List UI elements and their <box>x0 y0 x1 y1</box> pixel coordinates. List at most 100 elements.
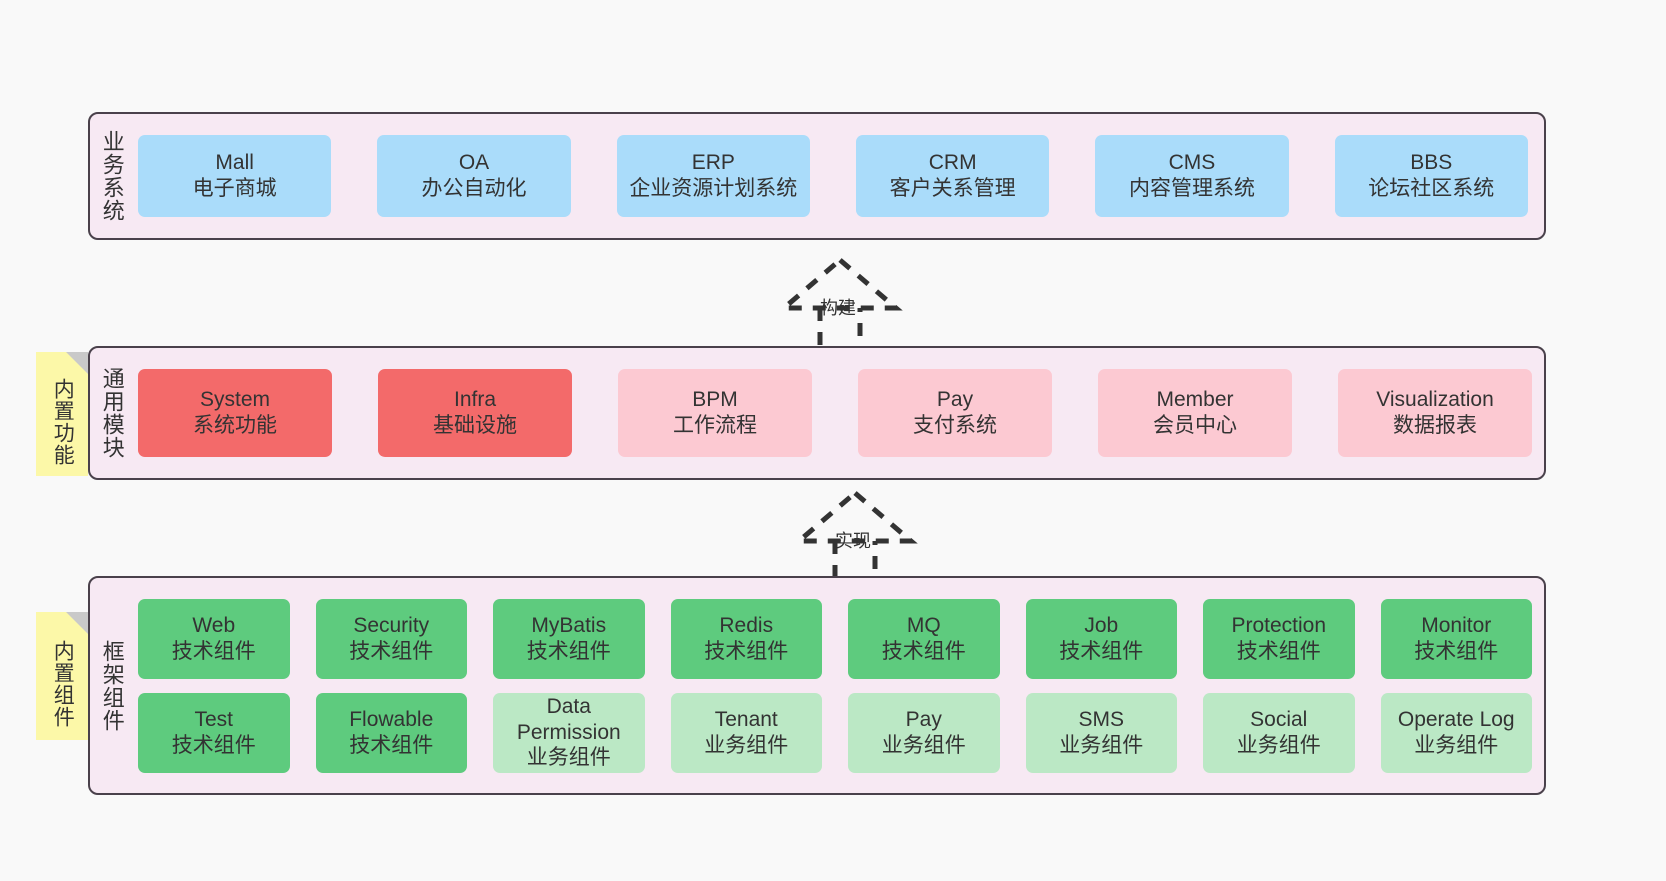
module-box-bpm[interactable]: BPM 工作流程 <box>618 369 812 457</box>
module-box-oa[interactable]: OA 办公自动化 <box>377 135 571 217</box>
module-subtitle: 业务组件 <box>1059 733 1144 757</box>
layer-business-system: 业务系统 Mall 电子商城 OA 办公自动化 ERP 企业资源计划系统 CRM… <box>88 112 1546 240</box>
module-subtitle: 会员中心 <box>1153 414 1237 437</box>
module-title: MyBatis <box>531 613 607 637</box>
module-box-data-permission[interactable]: Data Permission 业务组件 <box>493 692 645 773</box>
module-box-test[interactable]: Test 技术组件 <box>138 692 290 773</box>
module-title: Pay <box>936 388 974 412</box>
module-subtitle: 工作流程 <box>673 414 757 437</box>
module-title: SMS <box>1078 707 1124 731</box>
layer-framework-component: 框架组件 Web 技术组件 Security 技术组件 MyBatis 技术组件… <box>88 576 1546 795</box>
module-box-monitor[interactable]: Monitor 技术组件 <box>1380 598 1532 679</box>
module-title: ERP <box>691 151 735 175</box>
module-title: Visualization <box>1376 388 1494 412</box>
connector-realize-arrow: 实现 <box>775 489 935 587</box>
module-subtitle: 业务组件 <box>1414 733 1499 757</box>
module-box-infra[interactable]: Infra 基础设施 <box>378 369 572 457</box>
note-fold-corner-icon <box>66 612 88 634</box>
module-title: Job <box>1084 613 1119 637</box>
module-box-mq[interactable]: MQ 技术组件 <box>848 598 1000 679</box>
module-subtitle: 技术组件 <box>349 733 434 757</box>
module-title: Mall <box>215 151 254 175</box>
arrow-stem <box>817 308 863 353</box>
module-title: Redis <box>719 613 774 637</box>
module-box-visualization[interactable]: Visualization 数据报表 <box>1338 369 1532 457</box>
module-title: BPM <box>692 388 738 412</box>
layer-row: Test 技术组件 Flowable 技术组件 Data Permission … <box>138 692 1532 773</box>
module-subtitle: 企业资源计划系统 <box>629 177 798 200</box>
module-subtitle: 技术组件 <box>881 639 966 663</box>
layer-title-common: 通用模块 <box>99 367 125 459</box>
module-title: OA <box>458 151 490 175</box>
connector-label-build: 构建 <box>820 298 856 318</box>
connector-label-realize: 实现 <box>835 531 871 551</box>
arrowhead-triangle-icon <box>777 256 903 311</box>
module-subtitle: 数据报表 <box>1393 414 1477 437</box>
module-subtitle: 技术组件 <box>171 639 256 663</box>
module-subtitle: 技术组件 <box>1236 639 1321 663</box>
module-title: Operate Log <box>1397 707 1515 731</box>
module-box-tenant[interactable]: Tenant 业务组件 <box>670 692 822 773</box>
module-box-member[interactable]: Member 会员中心 <box>1098 369 1292 457</box>
note-fold-corner-icon <box>66 352 88 374</box>
layer-row: Web 技术组件 Security 技术组件 MyBatis 技术组件 Redi… <box>138 598 1532 679</box>
module-box-mybatis[interactable]: MyBatis 技术组件 <box>493 598 645 679</box>
module-title: Member <box>1156 388 1234 412</box>
module-box-cms[interactable]: CMS 内容管理系统 <box>1095 135 1289 217</box>
module-box-operate-log[interactable]: Operate Log 业务组件 <box>1380 692 1532 773</box>
layer-title-business: 业务系统 <box>99 130 125 222</box>
module-box-erp[interactable]: ERP 企业资源计划系统 <box>616 135 810 217</box>
module-box-system[interactable]: System 系统功能 <box>138 369 332 457</box>
layer-body-frame: Web 技术组件 Security 技术组件 MyBatis 技术组件 Redi… <box>134 578 1544 793</box>
sticky-note-label: 内置组件 <box>51 640 75 728</box>
module-title: BBS <box>1410 151 1453 175</box>
module-subtitle: 技术组件 <box>349 639 434 663</box>
module-box-web[interactable]: Web 技术组件 <box>138 598 290 679</box>
module-title: Infra <box>453 388 497 412</box>
module-subtitle: 电子商城 <box>192 177 277 200</box>
module-box-protection[interactable]: Protection 技术组件 <box>1203 598 1355 679</box>
module-box-flowable[interactable]: Flowable 技术组件 <box>315 692 467 773</box>
module-box-redis[interactable]: Redis 技术组件 <box>670 598 822 679</box>
module-subtitle: 系统功能 <box>193 414 277 437</box>
module-subtitle: 办公自动化 <box>421 177 527 200</box>
module-title: MQ <box>906 613 941 637</box>
module-box-sms[interactable]: SMS 业务组件 <box>1025 692 1177 773</box>
module-box-pay-business[interactable]: Pay 业务组件 <box>848 692 1000 773</box>
module-title: Data Permission <box>516 695 621 744</box>
module-box-job[interactable]: Job 技术组件 <box>1025 598 1177 679</box>
module-subtitle: 技术组件 <box>1059 639 1144 663</box>
module-title: Tenant <box>714 707 778 731</box>
layer-title-frame: 框架组件 <box>99 639 125 732</box>
module-subtitle: 内容管理系统 <box>1128 177 1255 200</box>
module-title: Pay <box>905 707 942 731</box>
module-subtitle: 业务组件 <box>526 746 611 770</box>
connector-build-arrow: 构建 <box>760 256 920 354</box>
module-title: Test <box>194 707 233 731</box>
module-subtitle: 支付系统 <box>913 414 997 437</box>
module-subtitle: 技术组件 <box>1414 639 1499 663</box>
arrowhead-triangle-icon <box>792 489 918 544</box>
module-subtitle: 论坛社区系统 <box>1368 177 1495 200</box>
module-subtitle: 业务组件 <box>1236 733 1321 757</box>
module-subtitle: 业务组件 <box>704 733 789 757</box>
module-box-mall[interactable]: Mall 电子商城 <box>138 135 332 217</box>
layer-row: Mall 电子商城 OA 办公自动化 ERP 企业资源计划系统 CRM 客户关系… <box>138 135 1528 217</box>
module-title: CRM <box>928 151 977 175</box>
module-box-social[interactable]: Social 业务组件 <box>1203 692 1355 773</box>
layer-body-business: Mall 电子商城 OA 办公自动化 ERP 企业资源计划系统 CRM 客户关系… <box>134 114 1544 238</box>
module-subtitle: 基础设施 <box>433 414 517 437</box>
module-subtitle: 技术组件 <box>704 639 789 663</box>
module-title: Social <box>1250 707 1308 731</box>
module-box-bbs[interactable]: BBS 论坛社区系统 <box>1334 135 1528 217</box>
module-box-security[interactable]: Security 技术组件 <box>315 598 467 679</box>
module-title: System <box>199 388 270 412</box>
module-box-crm[interactable]: CRM 客户关系管理 <box>855 135 1050 217</box>
module-subtitle: 客户关系管理 <box>889 177 1016 200</box>
sticky-note-builtin-component: 内置组件 <box>36 612 88 740</box>
module-subtitle: 业务组件 <box>881 733 966 757</box>
layer-common-module: 通用模块 System 系统功能 Infra 基础设施 BPM 工作流程 Pay… <box>88 346 1546 480</box>
module-box-pay[interactable]: Pay 支付系统 <box>858 369 1052 457</box>
module-title: Web <box>192 613 236 637</box>
